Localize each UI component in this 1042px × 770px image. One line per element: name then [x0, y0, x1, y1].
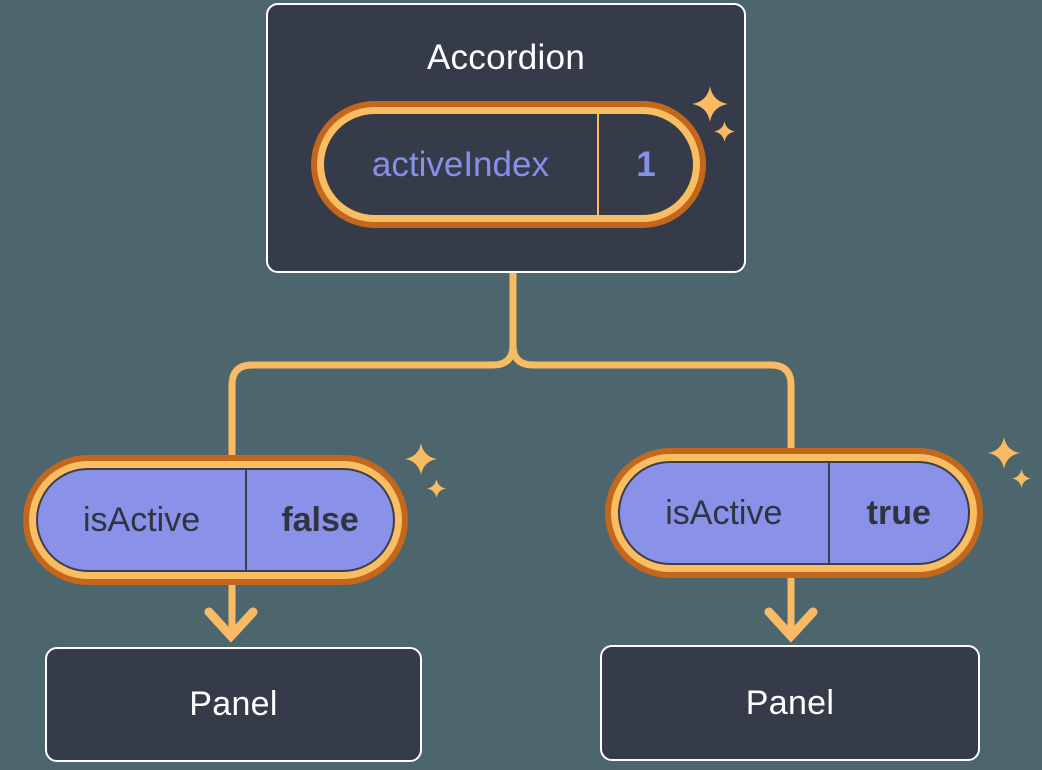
state-pill-activeindex: activeIndex 1	[311, 101, 706, 228]
accordion-title: Accordion	[426, 38, 586, 77]
connector-right-branch	[509, 271, 795, 631]
sparkle-icon-small	[427, 479, 446, 498]
prop-value: true	[866, 493, 931, 532]
pill-divider	[827, 463, 830, 563]
prop-pill-isactive-right: isActive true	[605, 448, 983, 578]
prop-pill-body: isActive false	[36, 468, 395, 572]
sparkle-icon-large	[405, 443, 437, 475]
arrow-down-icon-right	[764, 607, 818, 643]
prop-pill-isactive-left: isActive false	[23, 455, 408, 585]
state-pill-body: activeIndex 1	[324, 114, 693, 215]
arrow-down-icon-left	[204, 607, 258, 643]
pill-divider	[245, 470, 248, 570]
prop-pill-glow-ring: isActive true	[611, 454, 977, 572]
panel-node-left: Panel	[45, 647, 422, 762]
prop-name: isActive	[665, 493, 783, 532]
state-name: activeIndex	[371, 144, 549, 184]
prop-pill-body: isActive true	[618, 461, 970, 565]
panel-label: Panel	[189, 685, 278, 723]
sparkle-icon-large	[692, 86, 728, 122]
prop-value: false	[281, 500, 359, 539]
state-value: 1	[636, 144, 656, 184]
pill-divider	[596, 114, 599, 215]
prop-pill-glow-ring: isActive false	[29, 461, 402, 579]
state-pill-glow-ring: activeIndex 1	[317, 107, 700, 222]
sparkle-icon-small	[714, 121, 735, 142]
panel-label: Panel	[745, 683, 835, 722]
prop-name: isActive	[82, 500, 201, 539]
panel-node-right: Panel	[600, 645, 980, 761]
sparkle-icon-large	[988, 437, 1020, 469]
sparkle-icon-small	[1012, 469, 1031, 488]
